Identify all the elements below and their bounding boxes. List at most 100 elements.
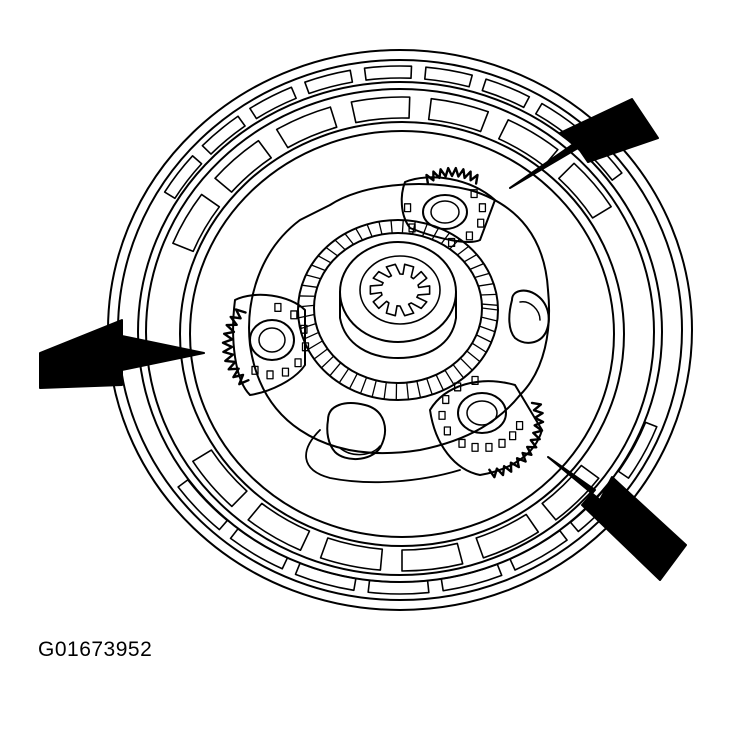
- sun-tooth: [338, 368, 350, 384]
- housing-slot: [509, 529, 568, 571]
- carrier-post-right-shadow: [519, 301, 541, 321]
- sun-tooth: [480, 293, 498, 296]
- sun-tooth: [416, 380, 422, 399]
- carrier-window: [301, 342, 310, 352]
- sun-tooth: [317, 255, 332, 264]
- sun-tooth: [366, 223, 373, 238]
- sun-tooth: [406, 381, 410, 401]
- sun-tooth: [475, 334, 493, 343]
- sun-tooth: [401, 219, 404, 234]
- sun-tooth: [305, 274, 322, 280]
- outer-housing: [107, 49, 693, 611]
- housing-slot: [229, 528, 289, 570]
- planet-left-pin-outer: [249, 319, 295, 361]
- housing-slot: [201, 115, 246, 155]
- carrier-window: [443, 426, 452, 436]
- sun-tooth: [426, 377, 433, 396]
- sun-tooth: [383, 381, 387, 400]
- carrier-window: [477, 218, 485, 228]
- sun-tooth: [310, 264, 326, 272]
- housing-slot: [177, 479, 229, 531]
- sun-tooth: [478, 325, 496, 333]
- outer-ring-4: [145, 88, 655, 576]
- housing-slot: [214, 139, 273, 193]
- sun-tooth: [456, 245, 470, 256]
- housing-slot: [427, 97, 490, 133]
- carrier-window: [290, 310, 298, 320]
- sun-tooth: [320, 355, 335, 369]
- sun-tooth: [329, 362, 342, 377]
- housing-slot: [294, 562, 357, 592]
- planet-right-pin-inner: [466, 400, 498, 426]
- planet-right-body: [429, 380, 543, 476]
- carrier-window: [470, 189, 478, 199]
- hub-spline: [369, 263, 431, 317]
- sun-tooth: [313, 348, 329, 360]
- carrier-window: [471, 442, 479, 452]
- carrier-window: [458, 438, 466, 448]
- housing-slot: [172, 193, 221, 253]
- sun-tooth: [459, 357, 473, 371]
- housing-slot: [440, 563, 503, 592]
- sun-tooth: [463, 253, 478, 263]
- housing-slot: [363, 65, 413, 81]
- hub-bore: [359, 255, 441, 325]
- outer-ring-6: [189, 130, 615, 538]
- sun-tooth: [480, 316, 498, 322]
- carrier-window: [471, 375, 479, 385]
- carrier-window: [403, 203, 412, 213]
- sun-tooth: [444, 369, 455, 386]
- planet-right-windows: [438, 375, 524, 452]
- sun-tooth: [474, 272, 491, 279]
- carrier-window: [300, 324, 308, 334]
- planet-top-gear-teeth: [425, 166, 479, 185]
- hub-cylinder-side: [339, 291, 457, 359]
- housing-slot: [304, 69, 354, 95]
- housing-slot: [481, 78, 531, 109]
- sun-tooth: [297, 313, 315, 319]
- sun-tooth: [371, 379, 377, 398]
- planet-gear-right: [429, 375, 545, 479]
- carrier-window: [498, 438, 506, 448]
- sun-tooth: [481, 307, 499, 311]
- carrier-window: [266, 370, 274, 380]
- housing-slot: [367, 579, 430, 595]
- planet-left-pin-inner: [258, 327, 286, 353]
- housing-slot: [247, 502, 311, 552]
- carrier-window: [442, 394, 450, 405]
- sun-tooth: [378, 221, 383, 236]
- carrier-window: [485, 442, 493, 452]
- carrier-window: [408, 223, 416, 233]
- figure-id-label: G01673952: [38, 638, 153, 661]
- housing-slot: [423, 66, 474, 88]
- sun-tooth: [325, 246, 339, 257]
- callout-arrow-top-right: [509, 98, 659, 189]
- planet-gear-left: [221, 293, 310, 396]
- sun-tooth: [348, 372, 358, 390]
- carrier-window: [438, 410, 446, 420]
- planet-top-pin-outer: [422, 194, 468, 230]
- sun-tooth: [431, 227, 440, 241]
- carrier-window: [478, 203, 487, 213]
- housing-slot: [401, 542, 464, 572]
- sun-tooth: [435, 374, 445, 391]
- sun-tooth: [477, 283, 495, 287]
- carrier-post-bottom-shadow: [339, 445, 381, 456]
- housing-slot: [249, 86, 297, 120]
- sun-tooth: [471, 342, 487, 353]
- carrier-window: [453, 382, 462, 392]
- sun-tooth: [469, 262, 485, 271]
- sun-tooth: [307, 340, 324, 351]
- sun-tooth: [452, 363, 465, 379]
- planet-top-windows: [403, 189, 487, 247]
- housing-slot: [541, 464, 600, 521]
- planet-top-pin-inner: [430, 200, 460, 224]
- callout-arrows: [39, 98, 687, 581]
- housing-slot: [192, 449, 248, 508]
- sun-tooth: [355, 227, 364, 241]
- planet-right-gear-teeth: [488, 401, 545, 479]
- planet-top-body: [400, 176, 496, 243]
- sun-tooth: [334, 239, 346, 251]
- housing-slot: [350, 96, 411, 124]
